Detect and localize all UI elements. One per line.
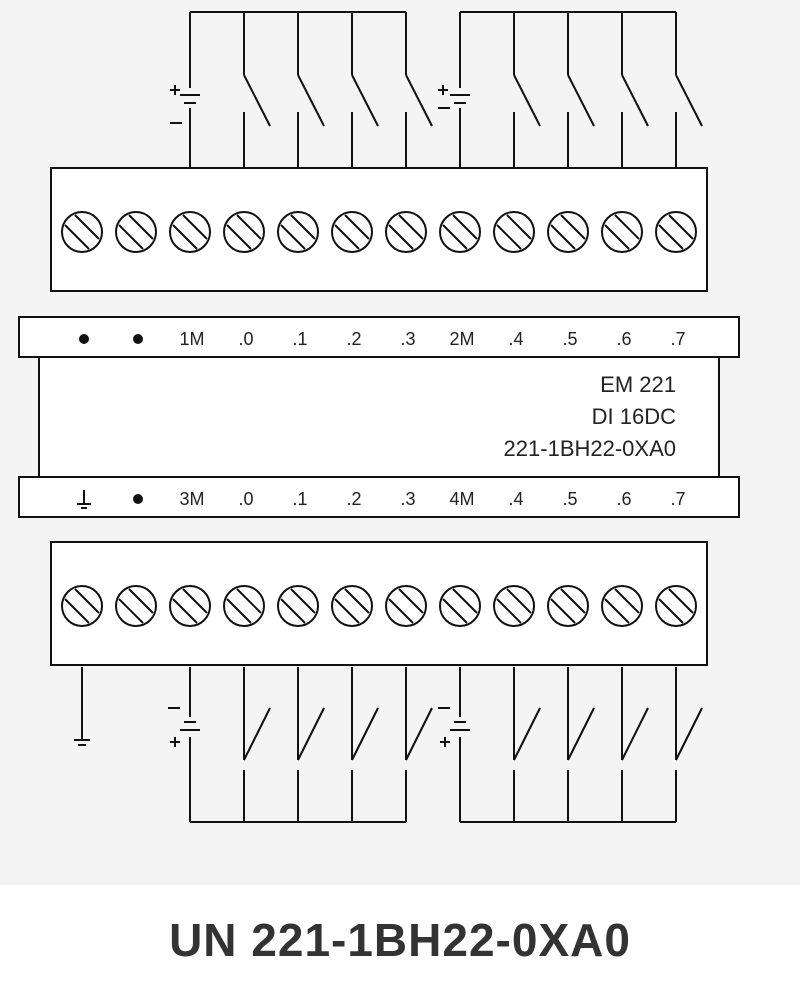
top-screw-5: [277, 211, 319, 253]
top-terminal-label: .4: [508, 329, 524, 349]
top-screw-11: [601, 211, 643, 253]
bottom-screw-2: [115, 585, 157, 627]
top-terminal-dot-2: [133, 334, 143, 344]
top-terminal-label: .1: [292, 329, 308, 349]
top-terminal-label: .2: [346, 329, 362, 349]
top-screw-7: [385, 211, 427, 253]
top-terminal-dot-1: [79, 334, 89, 344]
bottom-screw-row: [61, 585, 697, 627]
bottom-terminal-label: 4M: [449, 489, 475, 509]
bottom-terminal-label: .7: [670, 489, 686, 509]
module-name: EM 221: [600, 372, 676, 397]
bottom-ground-lead: [74, 667, 90, 746]
bottom-screw-9: [493, 585, 535, 627]
bottom-circuit-group-1: [168, 667, 433, 823]
top-screw-12: [655, 211, 697, 253]
top-label-strip: 1M .0 .1 .2 .3 2M .4 .5 .6 .7: [18, 316, 740, 358]
bottom-label-strip: 3M .0 .1 .2 .3 4M .4 .5 .6 .7: [18, 476, 740, 518]
top-screw-row: [61, 211, 697, 253]
bottom-terminal-label: .3: [400, 489, 416, 509]
top-screw-9: [493, 211, 535, 253]
bottom-terminal-label: 3M: [179, 489, 205, 509]
top-terminal-label: .0: [238, 329, 254, 349]
top-terminal-label: .7: [670, 329, 686, 349]
top-screw-8: [439, 211, 481, 253]
top-screw-3: [169, 211, 211, 253]
bottom-terminal-label: .5: [562, 489, 578, 509]
bottom-circuit-group-2: [438, 667, 703, 823]
bottom-screw-7: [385, 585, 427, 627]
wiring-lines: [74, 11, 703, 823]
top-terminal-label: 1M: [179, 329, 205, 349]
bottom-screw-5: [277, 585, 319, 627]
bottom-terminal-label: .6: [616, 489, 632, 509]
bottom-screw-8: [439, 585, 481, 627]
module-body: EM 221 DI 16DC 221-1BH22-0XA0: [38, 358, 720, 478]
top-circuit-group-1: [170, 11, 433, 167]
top-screw-6: [331, 211, 373, 253]
product-caption: UN 221-1BH22-0XA0: [169, 914, 631, 966]
bottom-terminal-dot-2: [133, 494, 143, 504]
top-screw-4: [223, 211, 265, 253]
bottom-terminal-label: .2: [346, 489, 362, 509]
top-terminal-block: [50, 167, 708, 292]
top-terminal-label: .5: [562, 329, 578, 349]
top-terminal-label: .3: [400, 329, 416, 349]
top-circuit-group-2: [438, 11, 703, 167]
bottom-terminal-block: [50, 541, 708, 666]
bottom-terminal-label: .4: [508, 489, 524, 509]
bottom-terminal-label: .0: [238, 489, 254, 509]
bottom-screw-6: [331, 585, 373, 627]
module-type: DI 16DC: [591, 404, 676, 429]
top-terminal-label: 2M: [449, 329, 475, 349]
bottom-screw-11: [601, 585, 643, 627]
module-part-number: 221-1BH22-0XA0: [503, 436, 676, 461]
bottom-screw-12: [655, 585, 697, 627]
ground-icon: [77, 490, 91, 509]
bottom-screw-4: [223, 585, 265, 627]
top-screw-2: [115, 211, 157, 253]
top-screw-10: [547, 211, 589, 253]
bottom-screw-1: [61, 585, 103, 627]
bottom-screw-3: [169, 585, 211, 627]
top-screw-1: [61, 211, 103, 253]
top-terminal-label: .6: [616, 329, 632, 349]
bottom-screw-10: [547, 585, 589, 627]
bottom-terminal-label: .1: [292, 489, 308, 509]
